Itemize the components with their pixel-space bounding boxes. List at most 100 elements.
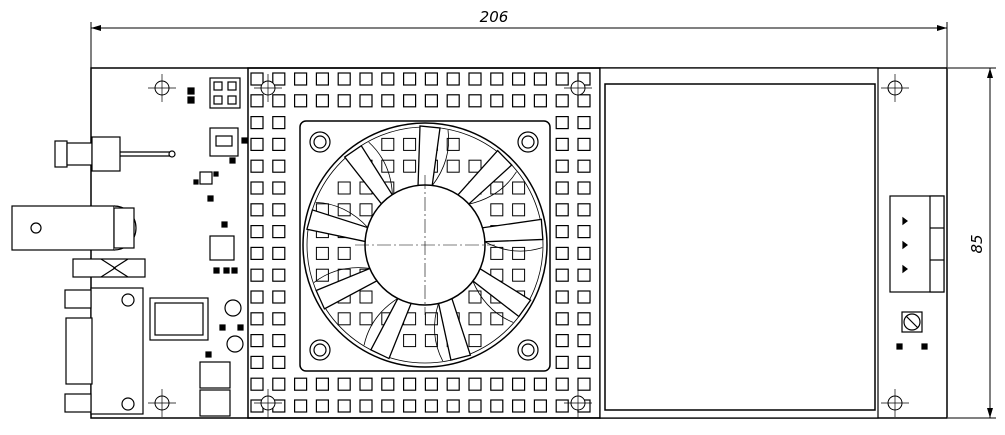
heatsink-fin	[577, 377, 591, 391]
heatsink-fin	[446, 72, 460, 86]
heatsink-fin	[315, 246, 329, 260]
heatsink-fin	[577, 355, 591, 369]
heatsink-fin	[577, 115, 591, 130]
height-dimension-label: 85	[968, 234, 986, 253]
heatsink-fin	[577, 225, 591, 239]
heatsink-fin	[403, 334, 417, 348]
heatsink-fin	[294, 94, 308, 108]
heatsink-fin	[272, 203, 286, 217]
heatsink-fin	[359, 399, 373, 413]
heatsink-fin	[490, 399, 504, 413]
heatsink-fin	[403, 399, 417, 413]
heatsink-fin	[381, 137, 395, 151]
heatsink-fin	[250, 246, 264, 260]
fan-icon	[299, 120, 551, 372]
heatsink-fin	[272, 159, 286, 173]
heatsink-fin	[359, 72, 373, 86]
heatsink-fin	[468, 334, 482, 348]
heatsink-fin	[468, 399, 482, 413]
heatsink-fin	[533, 399, 548, 413]
heatsink-fin	[359, 203, 373, 217]
heatsink-fin	[468, 159, 482, 173]
heatsink-fin	[555, 399, 569, 413]
height-dimension	[948, 67, 996, 419]
heatsink-fin	[555, 137, 569, 151]
heatsink-fin	[555, 312, 569, 326]
heatsink-fin	[337, 377, 351, 391]
fan-blades	[306, 125, 544, 362]
heatsink-fin	[250, 334, 264, 348]
heatsink-fin	[403, 137, 417, 151]
heatsink-fin	[315, 94, 329, 108]
heatsink-fin	[403, 94, 417, 108]
heatsink-fin	[555, 355, 569, 369]
heatsink-fin-grid	[250, 72, 591, 413]
heatsink-fin	[490, 203, 504, 217]
heatsink-fin	[446, 159, 460, 173]
heatsink-fin	[533, 94, 548, 108]
connector-icon	[889, 195, 945, 293]
heatsink-fin	[468, 312, 482, 326]
heatsink-fin	[337, 72, 351, 86]
mounting-hole	[254, 74, 282, 102]
heatsink-fin	[468, 72, 482, 86]
mounting-hole	[148, 74, 176, 102]
heatsink-fin	[403, 72, 417, 86]
heatsink-fin	[272, 94, 286, 108]
heatsink-fin	[424, 334, 438, 348]
heatsink-fin	[490, 94, 504, 108]
heatsink-fin	[359, 312, 373, 326]
heatsink-fin	[315, 72, 329, 86]
heatsink-fin	[424, 72, 438, 86]
heatsink-fin	[250, 159, 264, 173]
heatsink-fin	[294, 72, 308, 86]
heatsink-fin	[250, 312, 264, 326]
heatsink-fin	[315, 377, 329, 391]
heatsink-fin	[446, 399, 460, 413]
heatsink-fin	[272, 290, 286, 304]
heatsink-fin	[555, 94, 569, 108]
heatsink-fin	[337, 312, 351, 326]
heatsink-fin	[359, 377, 373, 391]
width-dimension-label: 206	[480, 8, 509, 26]
heatsink-fin	[511, 72, 526, 86]
heatsink-fin	[272, 312, 286, 326]
heatsink-fin	[555, 159, 569, 173]
heatsink-fin	[577, 334, 591, 348]
heatsink-fin	[294, 377, 308, 391]
heatsink-fin	[577, 181, 591, 195]
heatsink-fin	[272, 355, 286, 369]
heatsink-fin	[512, 181, 526, 195]
heatsink-fin	[446, 377, 460, 391]
heatsink-fin	[490, 312, 504, 326]
heatsink-fin	[315, 268, 329, 282]
heatsink-fin	[577, 203, 591, 217]
heatsink-fin	[250, 94, 264, 108]
heatsink-fin	[555, 72, 569, 86]
heatsink-fin	[555, 377, 569, 391]
heatsink-fin	[250, 203, 264, 217]
heatsink-fin	[403, 159, 417, 173]
heatsink-fin	[511, 377, 526, 391]
mounting-holes	[148, 74, 909, 417]
heatsink-fin	[577, 94, 591, 108]
fan-centerlines	[355, 175, 495, 315]
heatsink-fin	[468, 377, 482, 391]
heatsink-fin	[272, 377, 286, 391]
heatsink-fin	[250, 268, 264, 282]
mounting-hole	[254, 389, 282, 417]
heatsink-fin	[272, 268, 286, 282]
heatsink-fin	[555, 334, 569, 348]
heatsink-fin	[272, 137, 286, 151]
heatsink-fin	[511, 94, 526, 108]
heatsink-fin	[250, 115, 264, 130]
heatsink-fin	[272, 181, 286, 195]
heatsink-fin	[250, 290, 264, 304]
heatsink-fin	[468, 94, 482, 108]
display-module	[599, 67, 879, 419]
heatsink-fin	[555, 268, 569, 282]
heatsink-fin	[533, 72, 548, 86]
mounting-hole	[881, 74, 909, 102]
heatsink-fin	[555, 225, 569, 239]
heatsink-fin	[381, 72, 395, 86]
